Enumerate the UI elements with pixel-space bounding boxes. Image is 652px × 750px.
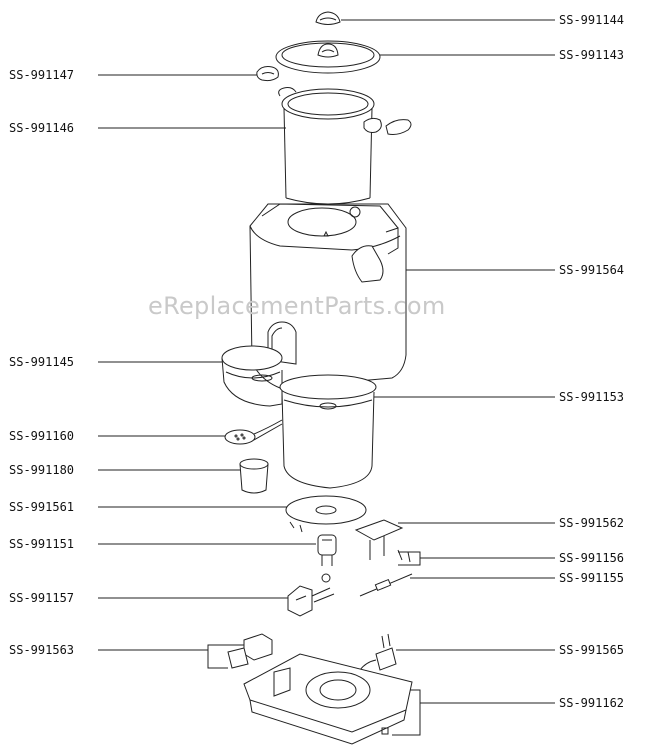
part-label-991147: SS-991147 xyxy=(9,68,75,82)
part-label-991564: SS-991564 xyxy=(559,263,625,277)
leader-lines xyxy=(98,20,555,735)
lid-knob xyxy=(316,12,340,25)
thermal-fuse xyxy=(360,574,412,596)
measuring-cup xyxy=(240,459,268,493)
water-tank xyxy=(280,375,376,488)
connector-block xyxy=(228,634,272,668)
part-label-991562: SS-991562 xyxy=(559,516,625,530)
part-label-991151: SS-991151 xyxy=(9,537,75,551)
base-plate xyxy=(244,654,412,744)
thermostat xyxy=(318,535,336,566)
steamer-basket xyxy=(279,88,411,205)
watermark-text: eReplacementParts.com xyxy=(148,292,446,320)
part-label-991157: SS-991157 xyxy=(9,591,75,605)
part-label-991144: SS-991144 xyxy=(559,13,625,27)
switch-assembly xyxy=(288,574,334,616)
part-label-991160: SS-991160 xyxy=(9,429,75,443)
part-label-991180: SS-991180 xyxy=(9,463,75,477)
part-label-991155: SS-991155 xyxy=(559,571,625,585)
rice-spoon xyxy=(225,420,282,444)
part-label-991162: SS-991162 xyxy=(559,696,625,710)
lid xyxy=(276,41,380,73)
power-cord-plug xyxy=(360,634,396,670)
side-handle-left xyxy=(257,67,279,81)
part-label-991563: SS-991563 xyxy=(9,643,75,657)
main-housing xyxy=(250,204,406,388)
part-label-991561: SS-991561 xyxy=(9,500,75,514)
part-label-991143: SS-991143 xyxy=(559,48,625,62)
part-label-991153: SS-991153 xyxy=(559,390,625,404)
heating-plate xyxy=(286,496,366,532)
part-label-991156: SS-991156 xyxy=(559,551,625,565)
part-label-991145: SS-991145 xyxy=(9,355,75,369)
drip-tray xyxy=(222,346,282,406)
part-label-991565: SS-991565 xyxy=(559,643,625,657)
mounting-bracket xyxy=(356,520,410,562)
part-label-991146: SS-991146 xyxy=(9,121,75,135)
